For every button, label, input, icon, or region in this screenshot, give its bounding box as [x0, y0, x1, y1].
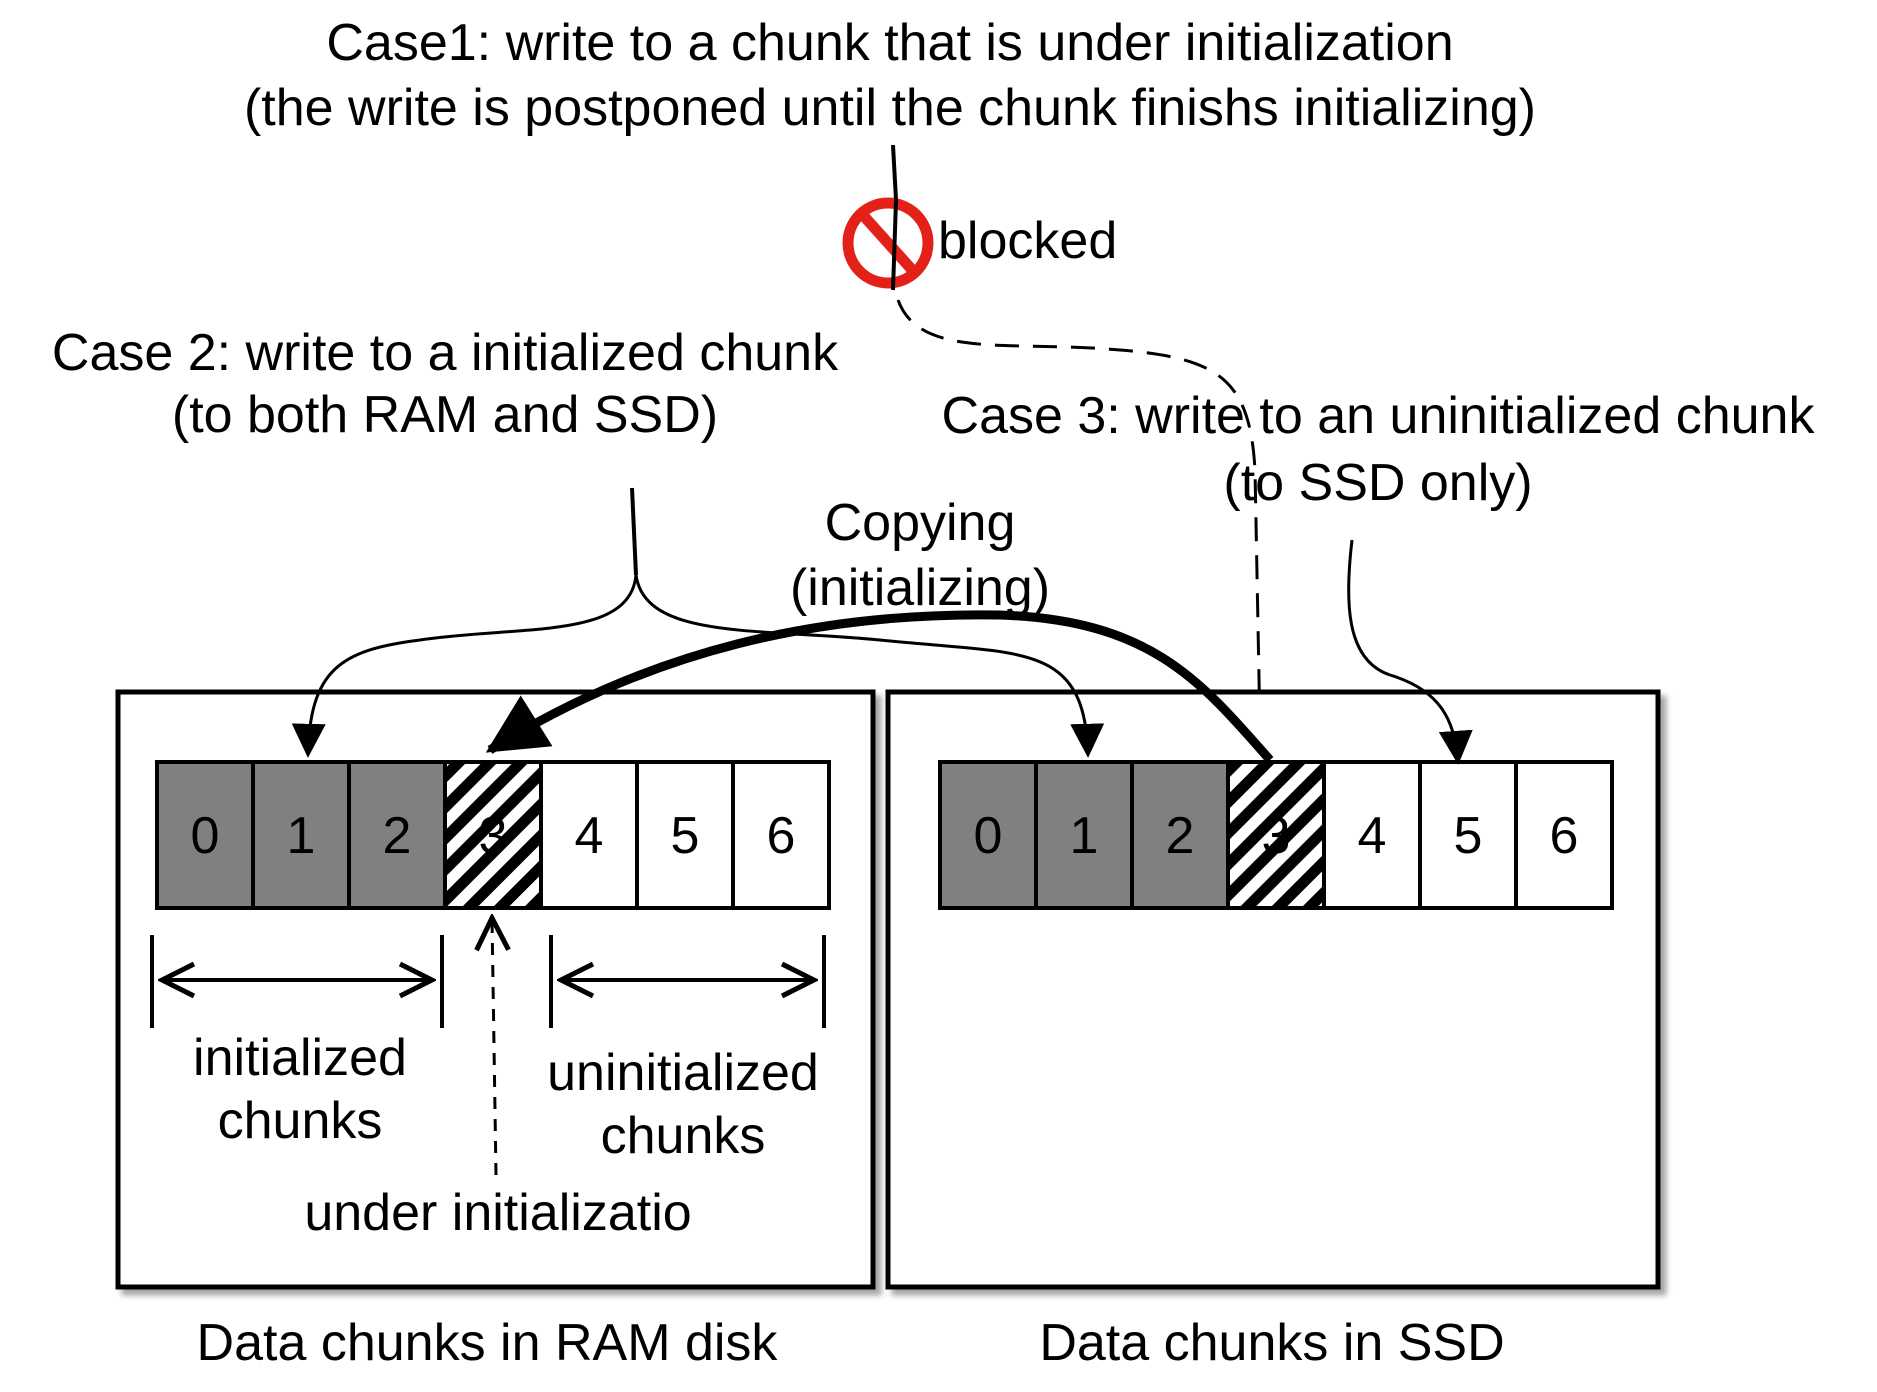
initialized-chunks-label-2: chunks — [218, 1092, 383, 1150]
chunk-box — [1418, 760, 1518, 910]
chunk-label: 6 — [1550, 807, 1579, 865]
case2-arrow-to-ram — [291, 574, 638, 758]
chunk-label: 0 — [974, 807, 1003, 865]
ram-disk-caption: Data chunks in RAM disk — [197, 1314, 779, 1372]
chunk-cell: 6 — [1514, 760, 1614, 910]
chunk-label: 1 — [287, 807, 316, 865]
chunk-box — [539, 760, 639, 910]
chunk-cell: 2 — [1130, 760, 1230, 910]
chunk-label: 6 — [767, 807, 796, 865]
chunk-box — [1226, 760, 1326, 910]
chunk-label: 1 — [1070, 807, 1099, 865]
uninitialized-chunks-label: uninitialized — [547, 1044, 819, 1102]
chunk-label: 4 — [1358, 807, 1387, 865]
under-initialization-label: under initializatio — [304, 1184, 691, 1242]
chunk-label: 3 — [479, 807, 508, 865]
uninitialized-chunks-label-2: chunks — [601, 1107, 766, 1165]
case3-title: Case 3: write to an uninitialized chunk — [942, 387, 1816, 445]
case1-dashed-line — [896, 299, 1262, 731]
no-entry-icon — [842, 197, 934, 289]
chunk-label: 5 — [671, 807, 700, 865]
chunk-cell: 1 — [251, 760, 351, 910]
case3-subtitle: (to SSD only) — [1223, 454, 1532, 512]
chunk-cell: 3 — [443, 760, 543, 910]
case1-title: Case1: write to a chunk that is under in… — [326, 14, 1453, 72]
chunk-cell: 1 — [1034, 760, 1134, 910]
chunk-cell: 2 — [347, 760, 447, 910]
chunk-box — [155, 760, 255, 910]
case2-arrow-to-ssd — [634, 574, 1105, 758]
chunk-box — [1034, 760, 1134, 910]
chunk-cell: 4 — [539, 760, 639, 910]
copying-arrow — [485, 610, 1274, 763]
chunk-box — [1514, 760, 1614, 910]
case2-title: Case 2: write to a initialized chunk — [52, 324, 839, 382]
chunk-label: 5 — [1454, 807, 1483, 865]
case3-arrow — [1347, 539, 1473, 765]
chunk-label: 2 — [383, 807, 412, 865]
copying-subtitle: (initializing) — [790, 559, 1050, 617]
chunk-box — [731, 760, 831, 910]
chunk-label: 0 — [191, 807, 220, 865]
chunk-label: 3 — [1262, 807, 1291, 865]
chunk-cell: 3 — [1226, 760, 1326, 910]
chunk-label: 4 — [575, 807, 604, 865]
chunk-label: 2 — [1166, 807, 1195, 865]
chunk-cell: 4 — [1322, 760, 1422, 910]
chunk-cell: 5 — [635, 760, 735, 910]
copying-title: Copying — [825, 494, 1016, 552]
chunk-cell: 5 — [1418, 760, 1518, 910]
chunk-cell: 6 — [731, 760, 831, 910]
case2-subtitle: (to both RAM and SSD) — [172, 386, 718, 444]
chunk-cell: 0 — [155, 760, 255, 910]
ssd-chunk-row: 0 1 2 3 4 5 6 — [938, 760, 1614, 910]
ram-chunk-row: 0 1 2 3 4 5 6 — [155, 760, 831, 910]
chunk-cell: 0 — [938, 760, 1038, 910]
chunk-box — [347, 760, 447, 910]
blocked-label: blocked — [938, 212, 1117, 270]
ssd-caption: Data chunks in SSD — [1039, 1314, 1504, 1372]
case1-arrow-line — [891, 144, 899, 291]
case2-stem-line — [630, 487, 638, 576]
initialized-chunks-label: initialized — [193, 1029, 407, 1087]
case1-subtitle: (the write is postponed until the chunk … — [244, 79, 1536, 137]
